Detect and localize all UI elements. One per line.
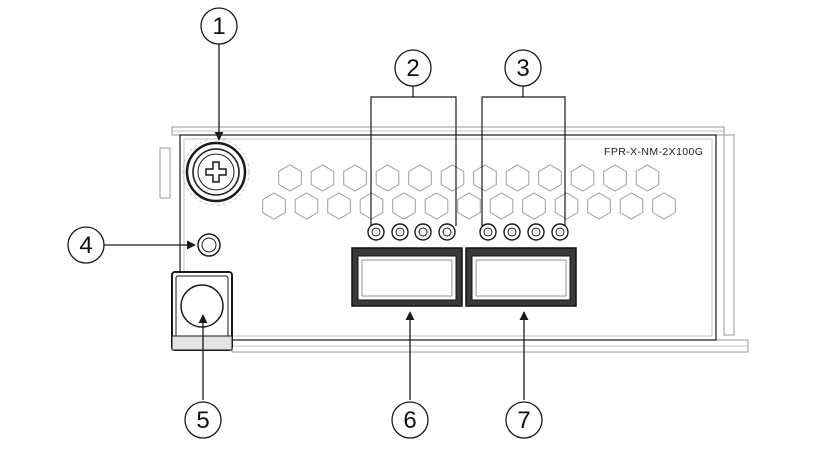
qsfp-port-1: [351, 247, 463, 307]
status-led-lens: [395, 227, 405, 237]
port-2-leds: [479, 223, 569, 241]
vent-hex: [473, 164, 497, 192]
callout-6-number: 6: [403, 407, 416, 434]
callout-2: 2: [394, 49, 432, 87]
vent-hex: [392, 192, 416, 220]
vent-hex: [278, 164, 302, 192]
vent-hex: [424, 192, 449, 220]
power-led: [197, 233, 221, 257]
callout-4: 4: [67, 226, 105, 264]
vent-hex: [343, 164, 367, 192]
vent-hex: [538, 164, 562, 192]
port-1-leds: [367, 223, 456, 241]
vent-hex: [375, 164, 400, 192]
vent-hex: [440, 164, 465, 192]
captive-screw: [182, 138, 250, 206]
status-led-lens: [442, 227, 452, 237]
callout-4-number: 4: [79, 232, 92, 259]
vent-hex: [603, 164, 627, 192]
status-led-lens: [483, 227, 493, 237]
vent-hex: [327, 192, 351, 220]
vent-hex: [310, 164, 335, 192]
ejector-handle: [171, 271, 233, 351]
vent-hex: [554, 192, 579, 220]
status-led-lens: [507, 227, 517, 237]
model-label: FPR-X-NM-2X100G: [604, 146, 703, 158]
vent-hex: [489, 192, 514, 220]
vent-hex: [652, 192, 676, 220]
status-led-lens: [418, 227, 428, 237]
callout-6: 6: [391, 401, 429, 439]
callout-3: 3: [504, 49, 542, 87]
qsfp-port-2: [465, 247, 577, 307]
vent-hex: [635, 164, 660, 192]
vent-hex: [522, 192, 546, 220]
vent-hex-pattern: [262, 164, 676, 220]
vent-hex: [619, 192, 644, 220]
status-led-lens: [531, 227, 541, 237]
vent-hex: [408, 164, 432, 192]
vent-hex: [294, 192, 319, 220]
callout-1: 1: [200, 7, 238, 45]
faceplate-inner-edge: [183, 138, 713, 337]
callout-7-number: 7: [517, 407, 530, 434]
vent-hex: [570, 164, 595, 192]
callout-7: 7: [505, 401, 543, 439]
status-led-lens: [371, 227, 381, 237]
vent-hex: [262, 192, 286, 220]
vent-hex: [587, 192, 611, 220]
callout-5-number: 5: [196, 407, 209, 434]
callout-2-number: 2: [406, 55, 419, 82]
callout-5: 5: [184, 401, 222, 439]
leader-lines: [104, 44, 529, 400]
vent-hex: [505, 164, 530, 192]
callout-3-number: 3: [516, 55, 529, 82]
status-led-lens: [555, 227, 565, 237]
vent-hex: [457, 192, 481, 220]
callout-1-number: 1: [212, 13, 225, 40]
